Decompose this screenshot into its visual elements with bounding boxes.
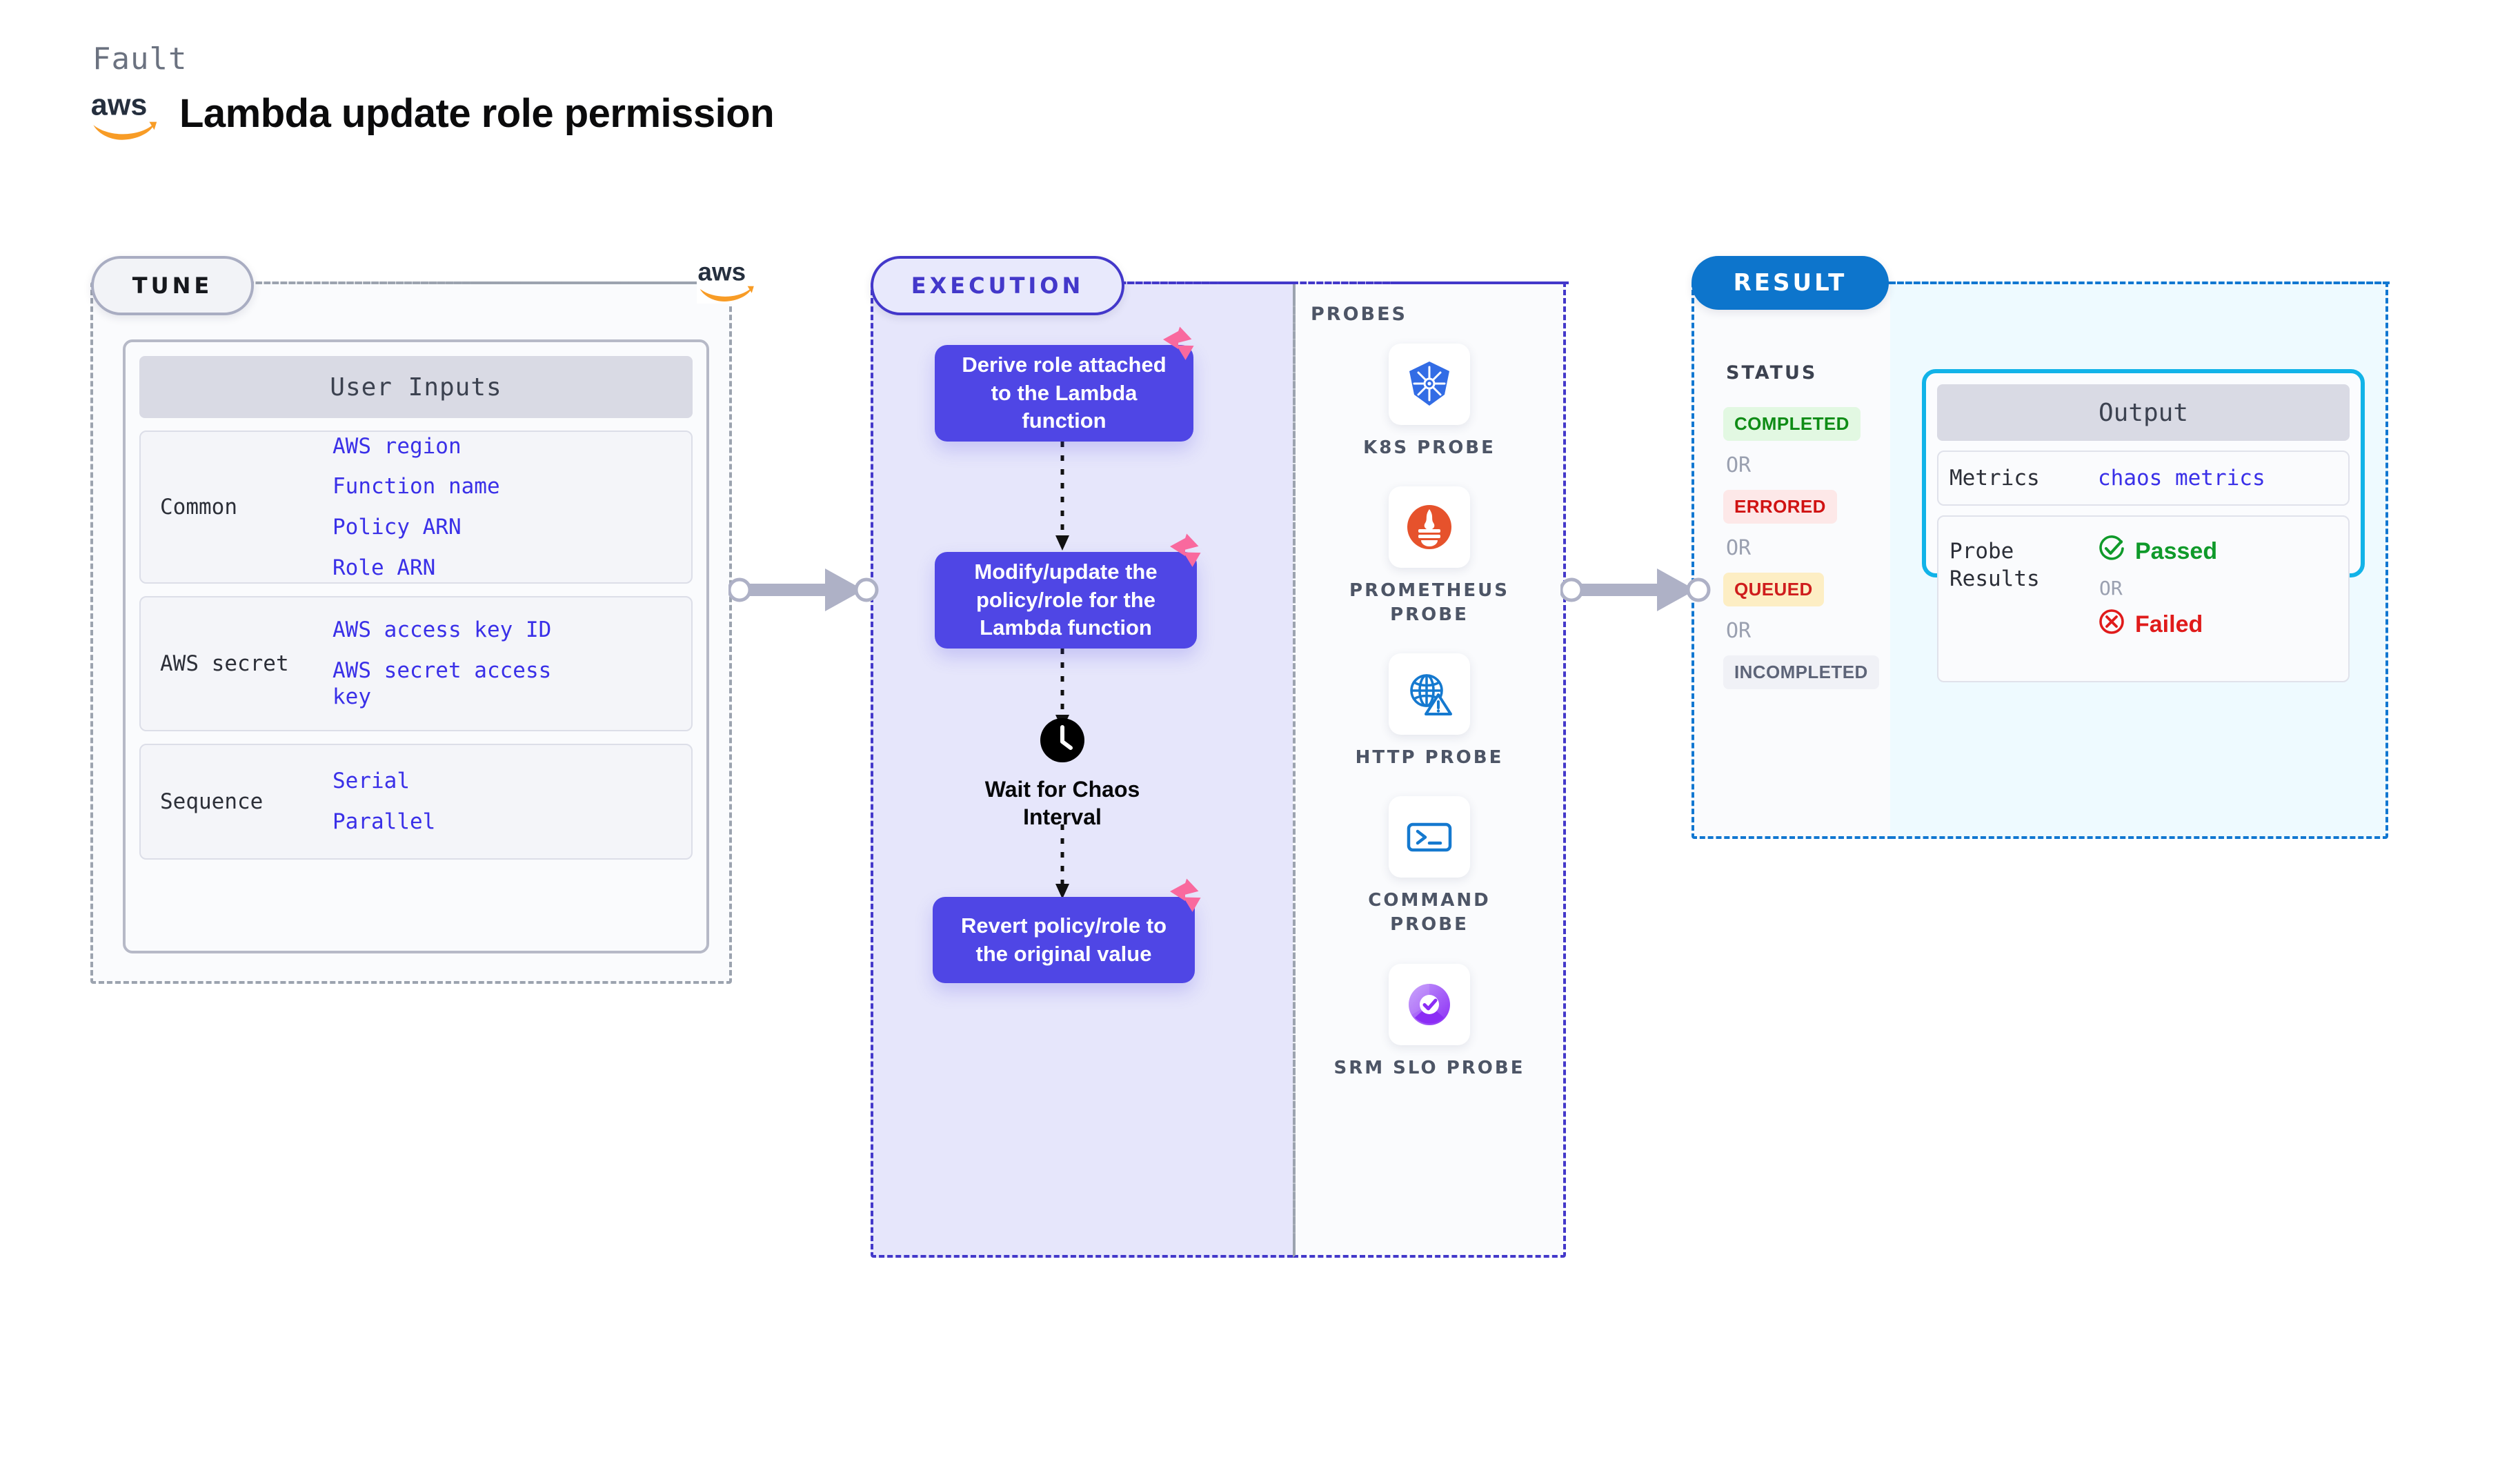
execution-step-box[interactable]: Derive role attached to the Lambda funct… — [935, 345, 1193, 442]
probe-label: HTTP PROBE — [1355, 747, 1504, 769]
clock-icon — [1040, 718, 1085, 766]
probes-list: K8S PROBE PROMETHEUS PROBE — [1296, 344, 1563, 1080]
output-key-probe-results: Probe Results — [1949, 539, 2040, 592]
tune-section-badge[interactable]: TUNE — [91, 256, 254, 315]
status-or-label: OR — [1726, 619, 1752, 643]
output-card: Output Metrics chaos metrics Probe Resul… — [1922, 369, 2365, 682]
page-header: Fault aws Lambda update role permission — [90, 41, 775, 140]
input-group-values: AWS region Function name Policy ARN Role… — [333, 433, 500, 582]
probe-label: COMMAND PROBE — [1368, 890, 1491, 936]
probe-result-failed: Failed — [2098, 608, 2217, 642]
status-title: STATUS — [1726, 362, 1818, 384]
http-globe-icon — [1389, 653, 1470, 735]
output-card-header: Output — [1937, 384, 2350, 441]
input-value: Function name — [333, 474, 500, 499]
chaos-badge-icon — [1167, 876, 1206, 915]
result-status-panel — [1691, 281, 1893, 839]
tune-top-dashed-line — [248, 281, 704, 284]
probe-result-passed-label: Passed — [2135, 538, 2218, 564]
execution-top-dashed-line — [1119, 281, 1569, 284]
probe-result-failed-label: Failed — [2135, 611, 2203, 637]
probe-result-or-label: OR — [2099, 577, 2123, 600]
flow-arrow-3 — [1049, 824, 1076, 900]
input-group-common: Common AWS region Function name Policy A… — [139, 431, 693, 584]
svg-text:aws: aws — [698, 257, 746, 286]
probe-item-prometheus[interactable]: PROMETHEUS PROBE — [1333, 486, 1526, 627]
input-value: Parallel — [333, 809, 436, 834]
probe-label: PROMETHEUS PROBE — [1349, 580, 1509, 626]
probes-panel — [1293, 281, 1566, 1258]
page-title: Lambda update role permission — [179, 90, 775, 136]
wait-for-chaos-interval-node: Wait for Chaos Interval — [959, 718, 1166, 831]
user-inputs-card: User Inputs Common AWS region Function n… — [123, 339, 709, 953]
input-group-values: Serial Parallel — [333, 768, 435, 835]
probe-result-stack: Passed OR Failed — [2098, 535, 2217, 642]
input-group-label: Sequence — [160, 789, 264, 814]
chaos-badge-icon — [1160, 324, 1199, 363]
result-top-dashed-line — [1889, 281, 2390, 284]
probe-item-srm-slo[interactable]: SRM SLO PROBE — [1333, 963, 1526, 1080]
input-group-aws-secret: AWS secret AWS access key ID AWS secret … — [139, 596, 693, 731]
input-group-label: Common — [160, 495, 237, 520]
kubernetes-icon — [1389, 344, 1470, 425]
title-row: aws Lambda update role permission — [90, 86, 775, 140]
result-section-badge[interactable]: RESULT — [1691, 256, 1889, 310]
status-badge-queued: QUEUED — [1723, 573, 1824, 606]
connector-execution-to-result — [1559, 552, 1712, 628]
status-or-label: OR — [1726, 536, 1752, 560]
output-row-metrics: Metrics chaos metrics — [1937, 451, 2350, 506]
check-circle-icon — [2098, 535, 2125, 568]
probe-label: SRM SLO PROBE — [1333, 1057, 1525, 1078]
output-row-probe-results: Probe Results Passed OR — [1937, 515, 2350, 682]
aws-logo-small: aws — [697, 254, 760, 304]
input-value: Role ARN — [333, 555, 436, 580]
aws-logo: aws — [90, 86, 164, 140]
prometheus-icon — [1389, 486, 1470, 568]
probe-item-command[interactable]: COMMAND PROBE — [1333, 796, 1526, 937]
probe-item-k8s[interactable]: K8S PROBE — [1333, 344, 1526, 460]
status-or-label: OR — [1726, 453, 1752, 477]
execution-panel — [871, 281, 1293, 1258]
output-value-metrics: chaos metrics — [2098, 466, 2265, 491]
input-value: Policy ARN — [333, 515, 462, 540]
status-badge-incompleted: INCOMPLETED — [1723, 655, 1879, 689]
user-inputs-header: User Inputs — [139, 356, 693, 418]
status-badge-completed: COMPLETED — [1723, 407, 1861, 441]
probe-result-passed: Passed — [2098, 535, 2217, 568]
execution-step-box[interactable]: Revert policy/role to the original value — [933, 897, 1195, 983]
chaos-badge-icon — [1167, 531, 1206, 570]
input-group-sequence: Sequence Serial Parallel — [139, 744, 693, 860]
srm-slo-icon — [1389, 963, 1470, 1045]
status-list: COMPLETED OR ERRORED OR QUEUED OR INCOMP… — [1723, 407, 1889, 689]
svg-text:aws: aws — [91, 89, 148, 122]
wait-node-label: Wait for Chaos Interval — [984, 777, 1140, 829]
probes-title: PROBES — [1311, 304, 1408, 325]
input-value: Serial — [333, 769, 410, 794]
status-badge-errored: ERRORED — [1723, 490, 1837, 524]
flow-arrow-1 — [1049, 442, 1076, 552]
input-value: AWS secret access key — [333, 657, 552, 710]
input-value: AWS access key ID — [333, 617, 552, 642]
input-value: AWS region — [333, 433, 462, 459]
input-group-label: AWS secret — [160, 651, 289, 676]
fault-label: Fault — [92, 41, 188, 77]
output-key-metrics: Metrics — [1949, 465, 2040, 491]
x-circle-icon — [2098, 608, 2125, 642]
connector-tune-to-execution — [727, 552, 880, 628]
terminal-icon — [1389, 796, 1470, 878]
execution-section-badge[interactable]: EXECUTION — [871, 256, 1124, 315]
probe-label: K8S PROBE — [1363, 437, 1496, 458]
input-group-values: AWS access key ID AWS secret access key — [333, 617, 581, 711]
probe-item-http[interactable]: HTTP PROBE — [1333, 653, 1526, 770]
execution-step-box[interactable]: Modify/update the policy/role for the La… — [935, 552, 1197, 649]
